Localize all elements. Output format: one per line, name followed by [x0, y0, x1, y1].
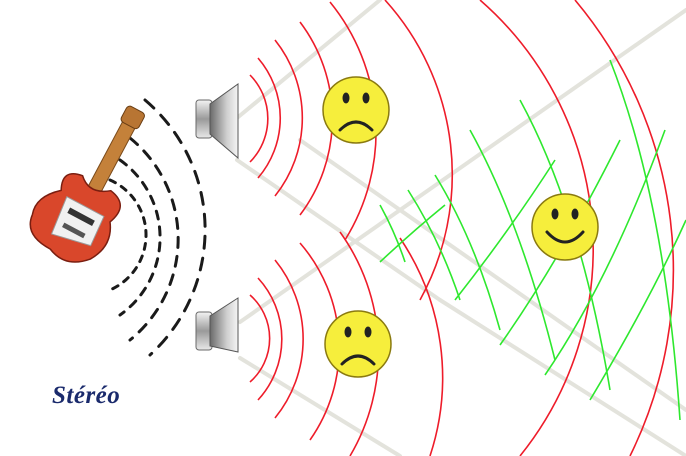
sad-face-bottom-eye-right	[364, 326, 372, 338]
sad-face-icon	[322, 76, 390, 144]
green-arc-6	[469, 129, 556, 361]
guitar-pickup	[67, 207, 95, 226]
speaker-bottom-cone	[209, 297, 239, 353]
happy-face-eye-left	[551, 208, 559, 220]
guitar-wave-1	[108, 178, 148, 292]
top-beam-lower-edge	[235, 158, 442, 302]
red-arc-bot-6	[399, 237, 444, 456]
bottom-beam-upper-edge	[238, 8, 686, 324]
red-arc-bot-1	[249, 294, 271, 383]
speaker-icon	[195, 297, 239, 353]
guitar-icon	[29, 105, 145, 263]
guitar-sound-waves	[108, 98, 207, 357]
sad-face-top-head	[322, 76, 390, 144]
green-arc-2	[379, 204, 446, 263]
sad-face-bottom-eye-left	[344, 326, 352, 338]
red-arc-top-1	[249, 74, 269, 163]
center-edge-lower	[438, 298, 686, 456]
caption-stereo: Stéréo	[52, 382, 121, 409]
happy-face-icon	[531, 193, 599, 261]
happy-face-eye-right	[571, 208, 579, 220]
red-arc-bot-3	[274, 259, 304, 419]
red-arc-bot-2	[257, 277, 283, 401]
green-arc-3	[407, 189, 461, 301]
top-beam-diagonal	[298, 138, 686, 412]
guitar-wave-4	[143, 98, 207, 357]
green-arc-1	[379, 204, 406, 263]
green-arc-4	[434, 174, 501, 331]
green-arc-11	[589, 219, 686, 401]
sad-face-icon	[324, 310, 392, 378]
green-arc-10	[609, 59, 681, 421]
guitar-headstock	[120, 105, 145, 130]
green-arc-5	[454, 159, 556, 301]
red-arc-top-3	[274, 39, 304, 197]
stereo-green-waves	[379, 59, 686, 421]
sad-face-top-eye-left	[342, 92, 350, 104]
guitar-bridge	[62, 222, 86, 239]
guitar-wave-3	[128, 136, 180, 342]
red-arc-top-2	[257, 57, 281, 179]
green-arc-9	[544, 129, 666, 376]
bottom-beam-lower-edge	[238, 356, 402, 456]
guitar-wave-2	[118, 158, 162, 317]
sad-face-top-eye-right	[362, 92, 370, 104]
red-arc-top-6	[384, 0, 454, 301]
sad-face-bottom-head	[324, 310, 392, 378]
guitar-pickguard	[50, 196, 105, 247]
sound-beams	[235, 0, 686, 456]
sad-face-top-mouth	[338, 120, 374, 132]
sad-face-bottom-mouth	[340, 354, 376, 366]
speaker-icon	[195, 83, 239, 160]
happy-face-mouth	[545, 230, 585, 244]
top-beam-upper-edge	[235, 0, 382, 120]
red-arc-top-8	[574, 0, 675, 456]
happy-face-head	[531, 193, 599, 261]
speaker-top-cone	[209, 83, 239, 160]
